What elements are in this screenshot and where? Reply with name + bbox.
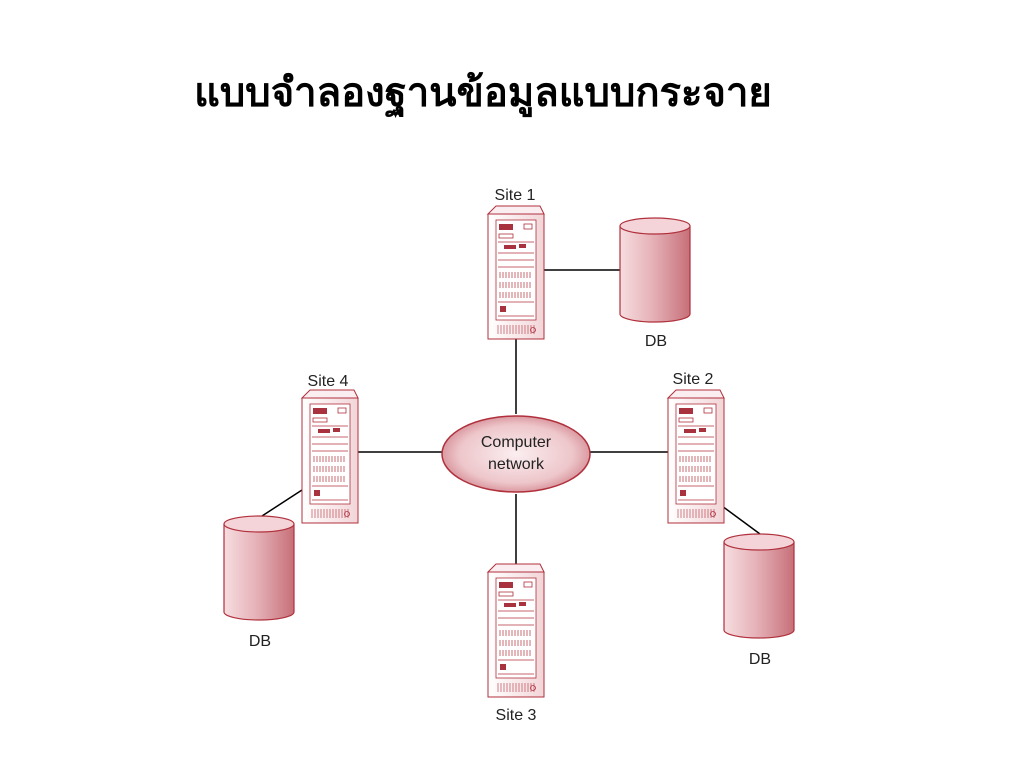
site-4-label: Site 4: [308, 373, 349, 390]
computer-network-node: Computer network: [441, 415, 591, 493]
network-cloud-icon: [441, 415, 591, 493]
site-3: Site 3: [487, 563, 545, 724]
site-2-database-icon: [723, 533, 795, 639]
connection-lines: [261, 269, 761, 568]
site-2-label: Site 2: [673, 371, 714, 388]
site-3-server-icon: [487, 563, 545, 698]
site-1-database-icon: [619, 217, 691, 323]
site-4-db-label: DB: [249, 633, 271, 650]
network-label-line2: network: [488, 456, 545, 473]
link-site4-db: [261, 489, 303, 517]
site-1-server-icon: [487, 205, 545, 340]
network-label-line1: Computer: [481, 434, 552, 451]
site-4-database-icon: [223, 515, 295, 621]
site-1-db-label: DB: [645, 333, 667, 350]
site-3-label: Site 3: [496, 707, 537, 724]
page-title: แบบจำลองฐานข้อมูลแบบกระจาย: [194, 69, 772, 116]
site-2-db-label: DB: [749, 651, 771, 668]
site-1: Site 1 DB: [487, 187, 691, 350]
site-4-server-icon: [301, 389, 359, 524]
site-1-label: Site 1: [495, 187, 536, 204]
link-site2-db: [721, 505, 761, 535]
site-2: Site 2 DB: [667, 371, 795, 668]
site-2-server-icon: [667, 389, 725, 524]
site-4: Site 4 DB: [223, 373, 359, 650]
